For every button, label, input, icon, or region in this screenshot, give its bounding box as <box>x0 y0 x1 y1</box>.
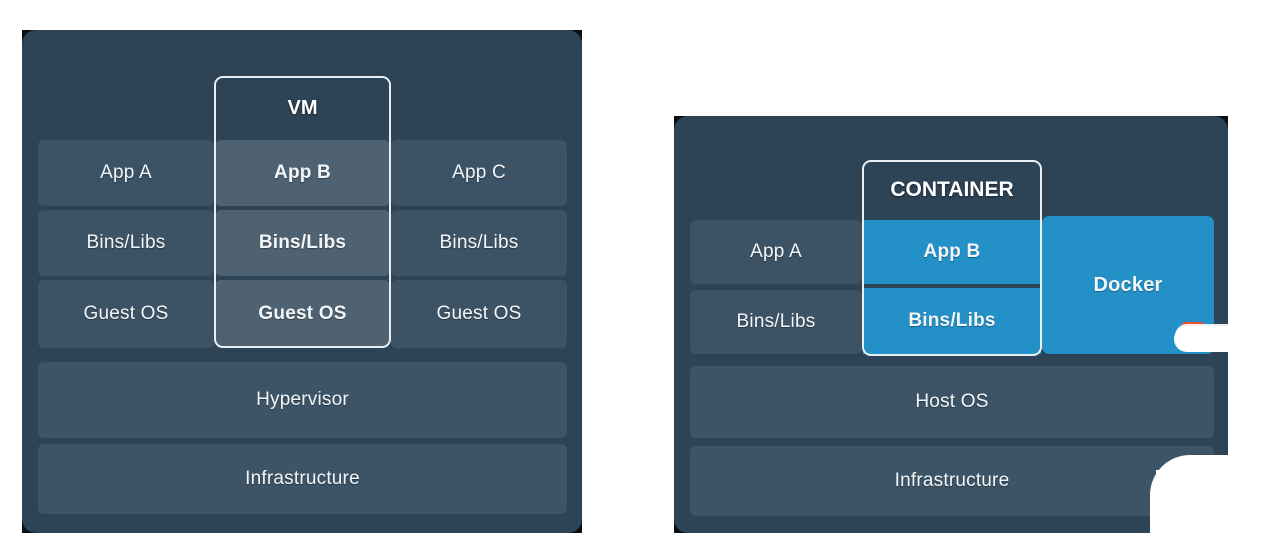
vm-tile-infrastructure[interactable]: Infrastructure <box>38 444 567 514</box>
vm-tile-app-a[interactable]: App A <box>38 140 214 206</box>
vm-tile-guestos-c[interactable]: Guest OS <box>391 280 567 348</box>
vm-tile-app-b[interactable]: App B <box>215 140 390 206</box>
container-tile-binslibs-a[interactable]: Bins/Libs <box>690 290 862 354</box>
container-architecture-panel: App A App B Bins/Libs Bins/Libs Docker H… <box>674 116 1228 533</box>
vm-tile-binslibs-a[interactable]: Bins/Libs <box>38 210 214 276</box>
vm-tile-app-c[interactable]: App C <box>391 140 567 206</box>
vm-tile-hypervisor[interactable]: Hypervisor <box>38 362 567 438</box>
white-hand-artifact-2 <box>1156 470 1274 551</box>
white-pointer-artifact <box>1174 326 1274 352</box>
container-tile-infrastructure[interactable]: Infrastructure <box>690 446 1214 516</box>
vm-tile-binslibs-c[interactable]: Bins/Libs <box>391 210 567 276</box>
vm-tile-binslibs-b[interactable]: Bins/Libs <box>215 210 390 276</box>
vm-tile-guestos-a[interactable]: Guest OS <box>38 280 214 348</box>
container-tile-app-a[interactable]: App A <box>690 220 862 284</box>
vm-architecture-panel: App A App B App C Bins/Libs Bins/Libs Bi… <box>22 30 582 533</box>
container-tile-app-b[interactable]: App B <box>863 220 1041 284</box>
container-tile-host-os[interactable]: Host OS <box>690 366 1214 438</box>
vm-highlight-label: VM <box>287 96 318 119</box>
vm-tile-guestos-b[interactable]: Guest OS <box>215 280 390 348</box>
container-highlight-label: CONTAINER <box>890 178 1014 201</box>
container-tile-binslibs-b[interactable]: Bins/Libs <box>863 288 1041 354</box>
